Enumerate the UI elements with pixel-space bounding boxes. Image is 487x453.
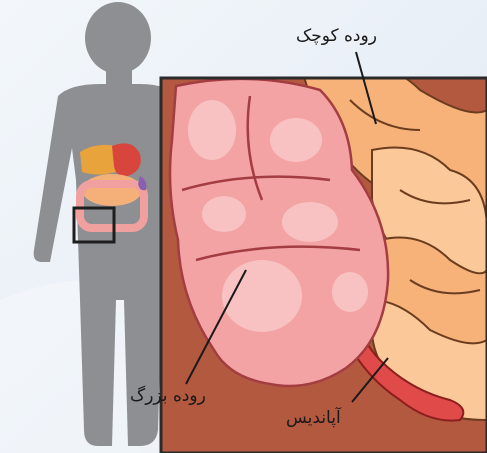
- haustra-highlight: [222, 260, 302, 332]
- label-small-intestine: روده کوچک: [296, 26, 377, 46]
- haustra-highlight: [282, 202, 338, 242]
- silhouette-head: [85, 2, 151, 74]
- label-large-intestine: روده بزرگ: [130, 386, 206, 406]
- haustra-highlight: [188, 100, 236, 160]
- haustra-highlight: [270, 118, 322, 162]
- haustra-highlight: [202, 196, 246, 232]
- small-intestine-mini: [82, 174, 142, 206]
- label-appendix: آپاندیس: [286, 408, 341, 428]
- haustra-highlight: [332, 272, 368, 312]
